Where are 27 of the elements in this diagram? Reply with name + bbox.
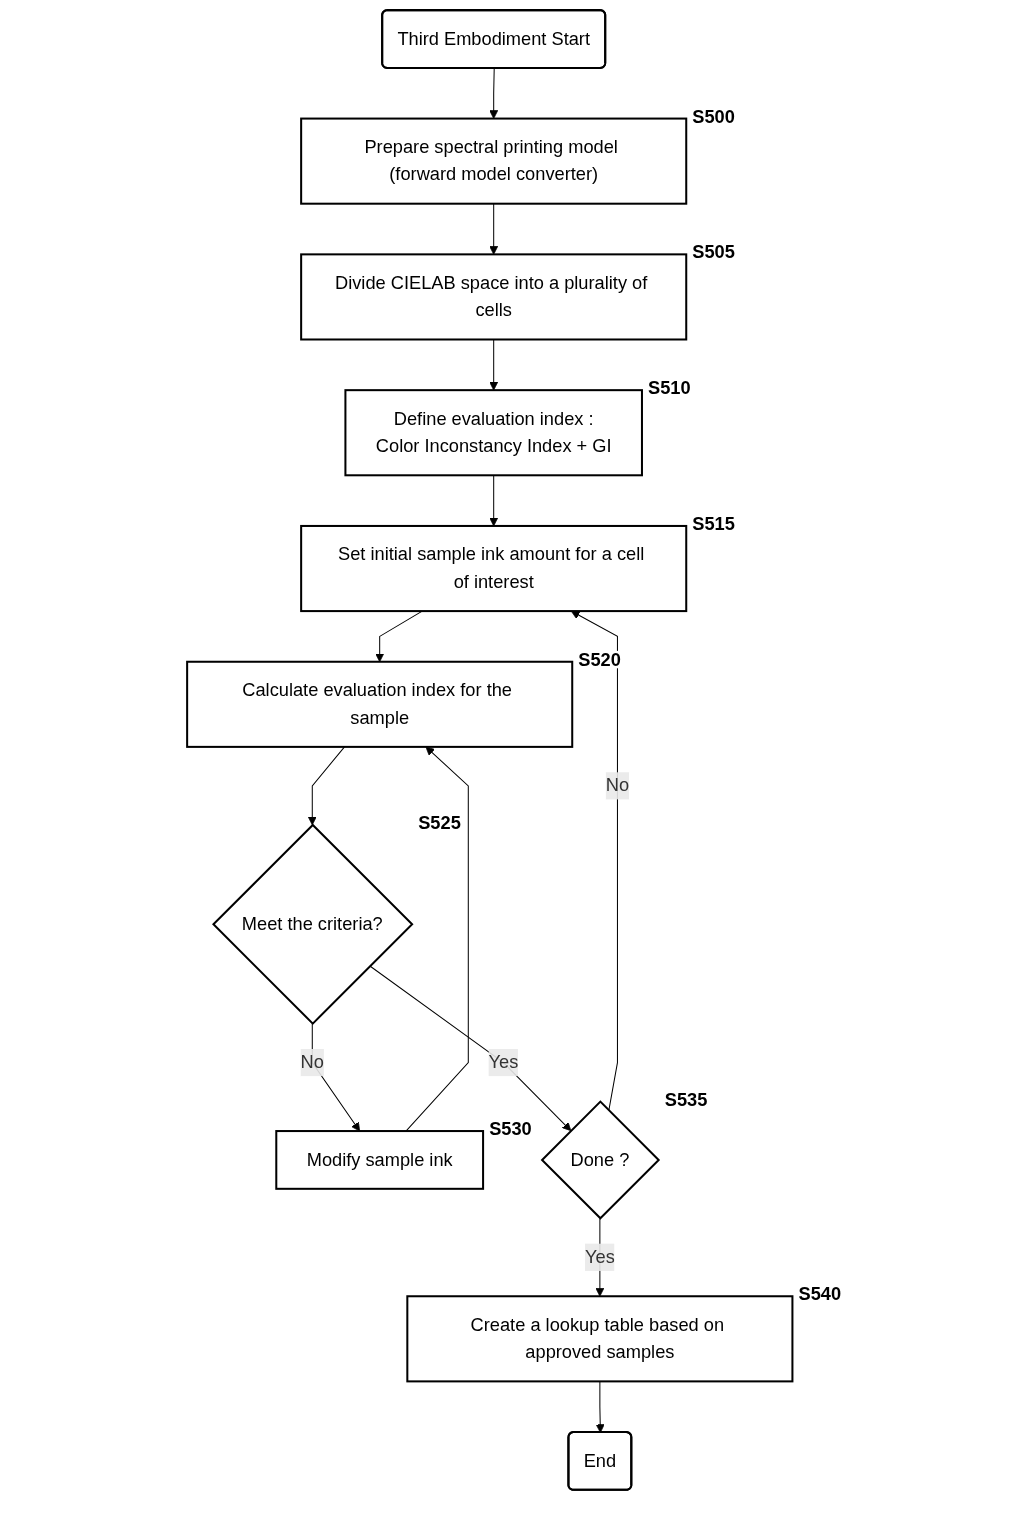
arrow [489,67,499,119]
edge-label: No [300,1051,324,1073]
step-number: S505 [692,241,735,263]
node-box: Calculate evaluation index for the sample [186,660,574,748]
node-diamond: Meet the criteria? [211,823,414,1026]
step-number: S540 [798,1283,841,1305]
step-number: S515 [692,513,735,534]
node-box: Modify sample ink [275,1130,484,1190]
edge-label: Yes [584,1246,615,1267]
node-box: Set initial sample ink amount for a cell of interest [300,524,688,613]
step-number: S530 [489,1118,532,1140]
node-box: Prepare spectral printing model (forward model converter) [300,117,688,205]
step-number: S535 [664,1088,708,1110]
node-diamond: Done ? [540,1100,660,1220]
step-number: S500 [692,105,735,127]
node-box: Define evaluation index : Color Inconstancy Index + GI [344,389,643,477]
arrow [405,746,469,1132]
node-box: Create a lookup table based on approved samples [406,1295,794,1383]
arrow [369,965,572,1132]
arrow [307,746,345,826]
edge-label: Yes [488,1051,519,1073]
edge-label: No [605,775,629,796]
arrow [489,203,499,255]
node-box: Divide CIELAB space into a plurality of cells [300,253,688,341]
step-number: S525 [418,811,461,833]
arrow [489,339,499,391]
step-number: S510 [647,377,691,399]
